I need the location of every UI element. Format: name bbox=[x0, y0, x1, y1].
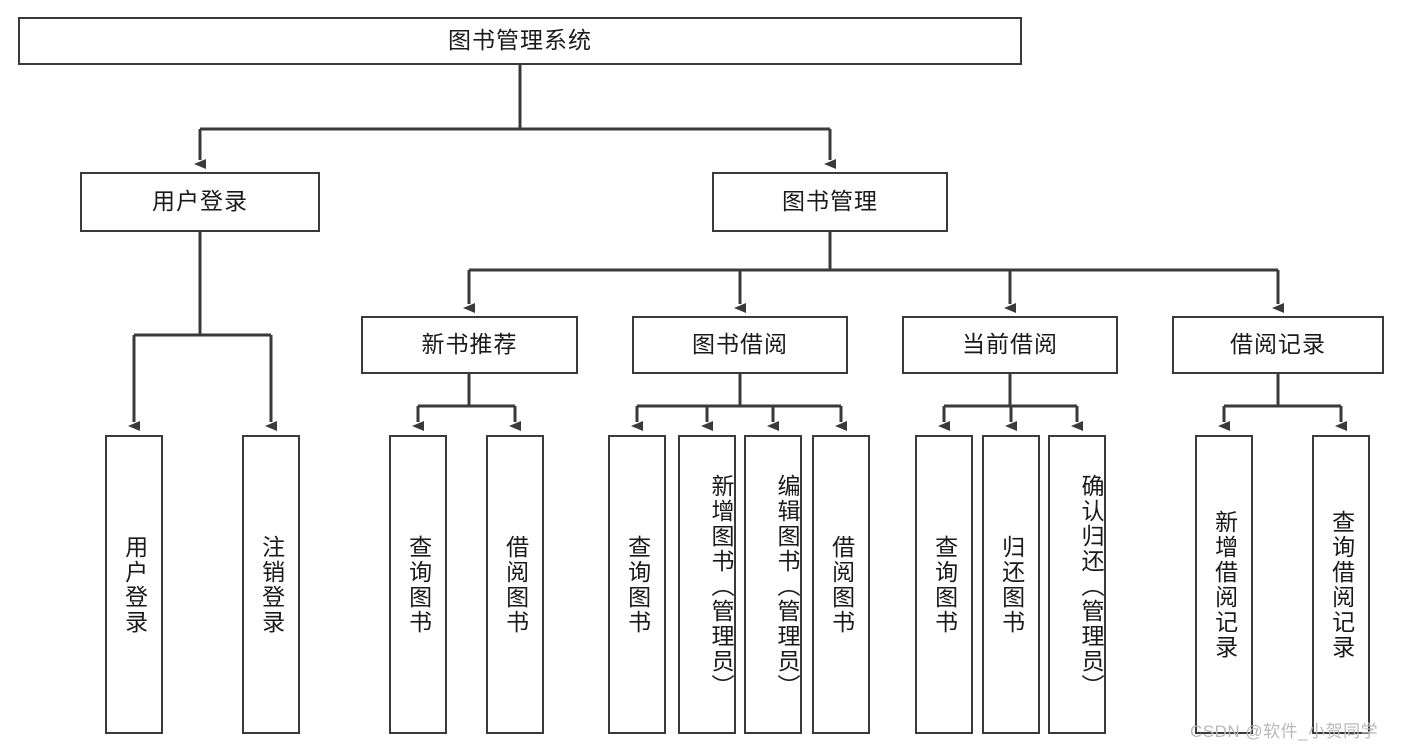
leaf-query-borrow-record[interactable]: 查询借阅记录 bbox=[1312, 435, 1370, 734]
leaf-borrow-book[interactable]: 借阅图书 bbox=[812, 435, 870, 734]
node-book-borrow[interactable]: 图书借阅 bbox=[632, 316, 848, 374]
node-new-book-recommend[interactable]: 新书推荐 bbox=[361, 316, 578, 374]
watermark-text: CSDN @软件_小贺同学 bbox=[1190, 722, 1379, 741]
leaf-user-login[interactable]: 用户登录 bbox=[105, 435, 163, 734]
node-root[interactable]: 图书管理系统 bbox=[18, 17, 1022, 65]
leaf-edit-book-admin[interactable]: 编辑图书（管理员） bbox=[744, 435, 802, 734]
leaf-add-book-admin[interactable]: 新增图书（管理员） bbox=[678, 435, 736, 734]
leaf-borrow-book-rec[interactable]: 借阅图书 bbox=[486, 435, 544, 734]
leaf-query-book-borrow[interactable]: 查询图书 bbox=[608, 435, 666, 734]
leaf-query-book-rec[interactable]: 查询图书 bbox=[389, 435, 447, 734]
leaf-return-book[interactable]: 归还图书 bbox=[982, 435, 1040, 734]
leaf-logout-login[interactable]: 注销登录 bbox=[242, 435, 300, 734]
node-borrow-record[interactable]: 借阅记录 bbox=[1172, 316, 1384, 374]
leaf-query-book-current[interactable]: 查询图书 bbox=[915, 435, 973, 734]
node-user-login[interactable]: 用户登录 bbox=[80, 172, 320, 232]
leaf-add-borrow-record[interactable]: 新增借阅记录 bbox=[1195, 435, 1253, 734]
leaf-confirm-return-admin[interactable]: 确认归还（管理员） bbox=[1048, 435, 1106, 734]
node-current-borrow[interactable]: 当前借阅 bbox=[902, 316, 1118, 374]
node-book-management[interactable]: 图书管理 bbox=[712, 172, 948, 232]
